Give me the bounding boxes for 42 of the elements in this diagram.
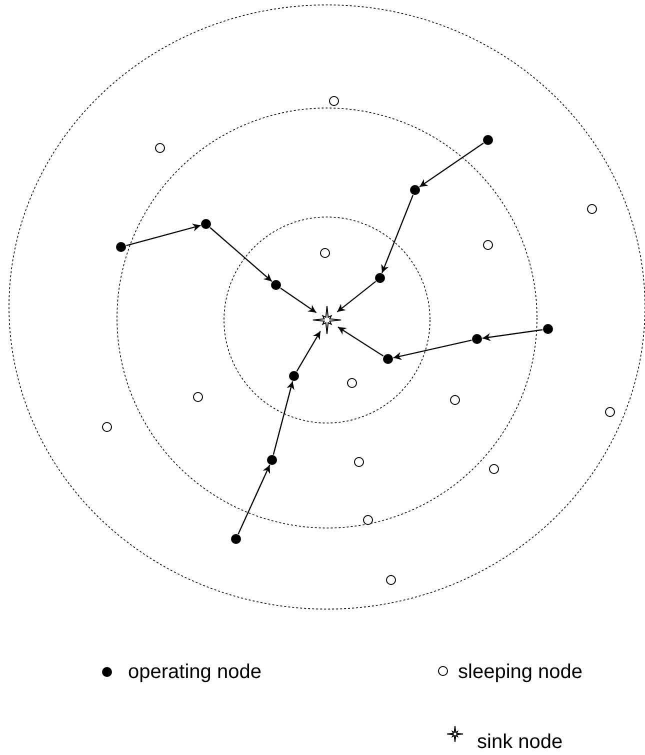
sleeping-node-circle <box>604 406 616 418</box>
sink-node-star <box>312 305 342 335</box>
operating-node-dot <box>382 353 394 365</box>
arrow <box>210 227 272 282</box>
sleeping-node-circle <box>192 391 204 403</box>
legend-label: sink node <box>477 730 563 754</box>
arrow <box>272 381 294 455</box>
legend-label: operating node <box>128 660 262 684</box>
operating-node-dot <box>374 272 386 284</box>
operating-node-dot <box>471 333 483 345</box>
sleeping-node-circle <box>449 394 461 406</box>
sleeping-node-circle <box>586 203 598 215</box>
legend-label: sleeping node <box>458 660 583 684</box>
arrow <box>126 224 201 246</box>
sleeping-node-circle <box>488 463 500 475</box>
operating-node-dot <box>482 134 494 146</box>
operating-node-dot <box>409 184 421 196</box>
sleeping-node-circle <box>154 142 166 154</box>
arrow <box>296 330 321 372</box>
arrow <box>338 326 384 357</box>
sleeping-node-circle <box>353 456 365 468</box>
arrow <box>482 329 543 342</box>
sleeping-node-circle <box>319 247 331 259</box>
operating-node-dot <box>542 323 554 335</box>
arrow <box>238 464 270 534</box>
operating-node-dot <box>230 533 242 545</box>
arrow <box>419 142 484 188</box>
sleeping-node-circle <box>328 95 340 107</box>
operating-node-dot <box>288 370 300 382</box>
sleeping-node-circle <box>385 574 397 586</box>
operating-node-dot <box>270 279 282 291</box>
operating-node-dot <box>115 241 127 253</box>
sleeping-node-circle <box>101 421 113 433</box>
operating-node-dot <box>266 454 278 466</box>
sleeping-node-circle <box>482 239 494 251</box>
sleeping-node-circle <box>362 514 374 526</box>
sleeping-node-circle <box>346 377 358 389</box>
arrow <box>393 340 472 360</box>
arrow <box>381 194 414 274</box>
operating-node-dot <box>200 218 212 230</box>
arrow <box>336 280 376 312</box>
arrow <box>280 288 317 314</box>
